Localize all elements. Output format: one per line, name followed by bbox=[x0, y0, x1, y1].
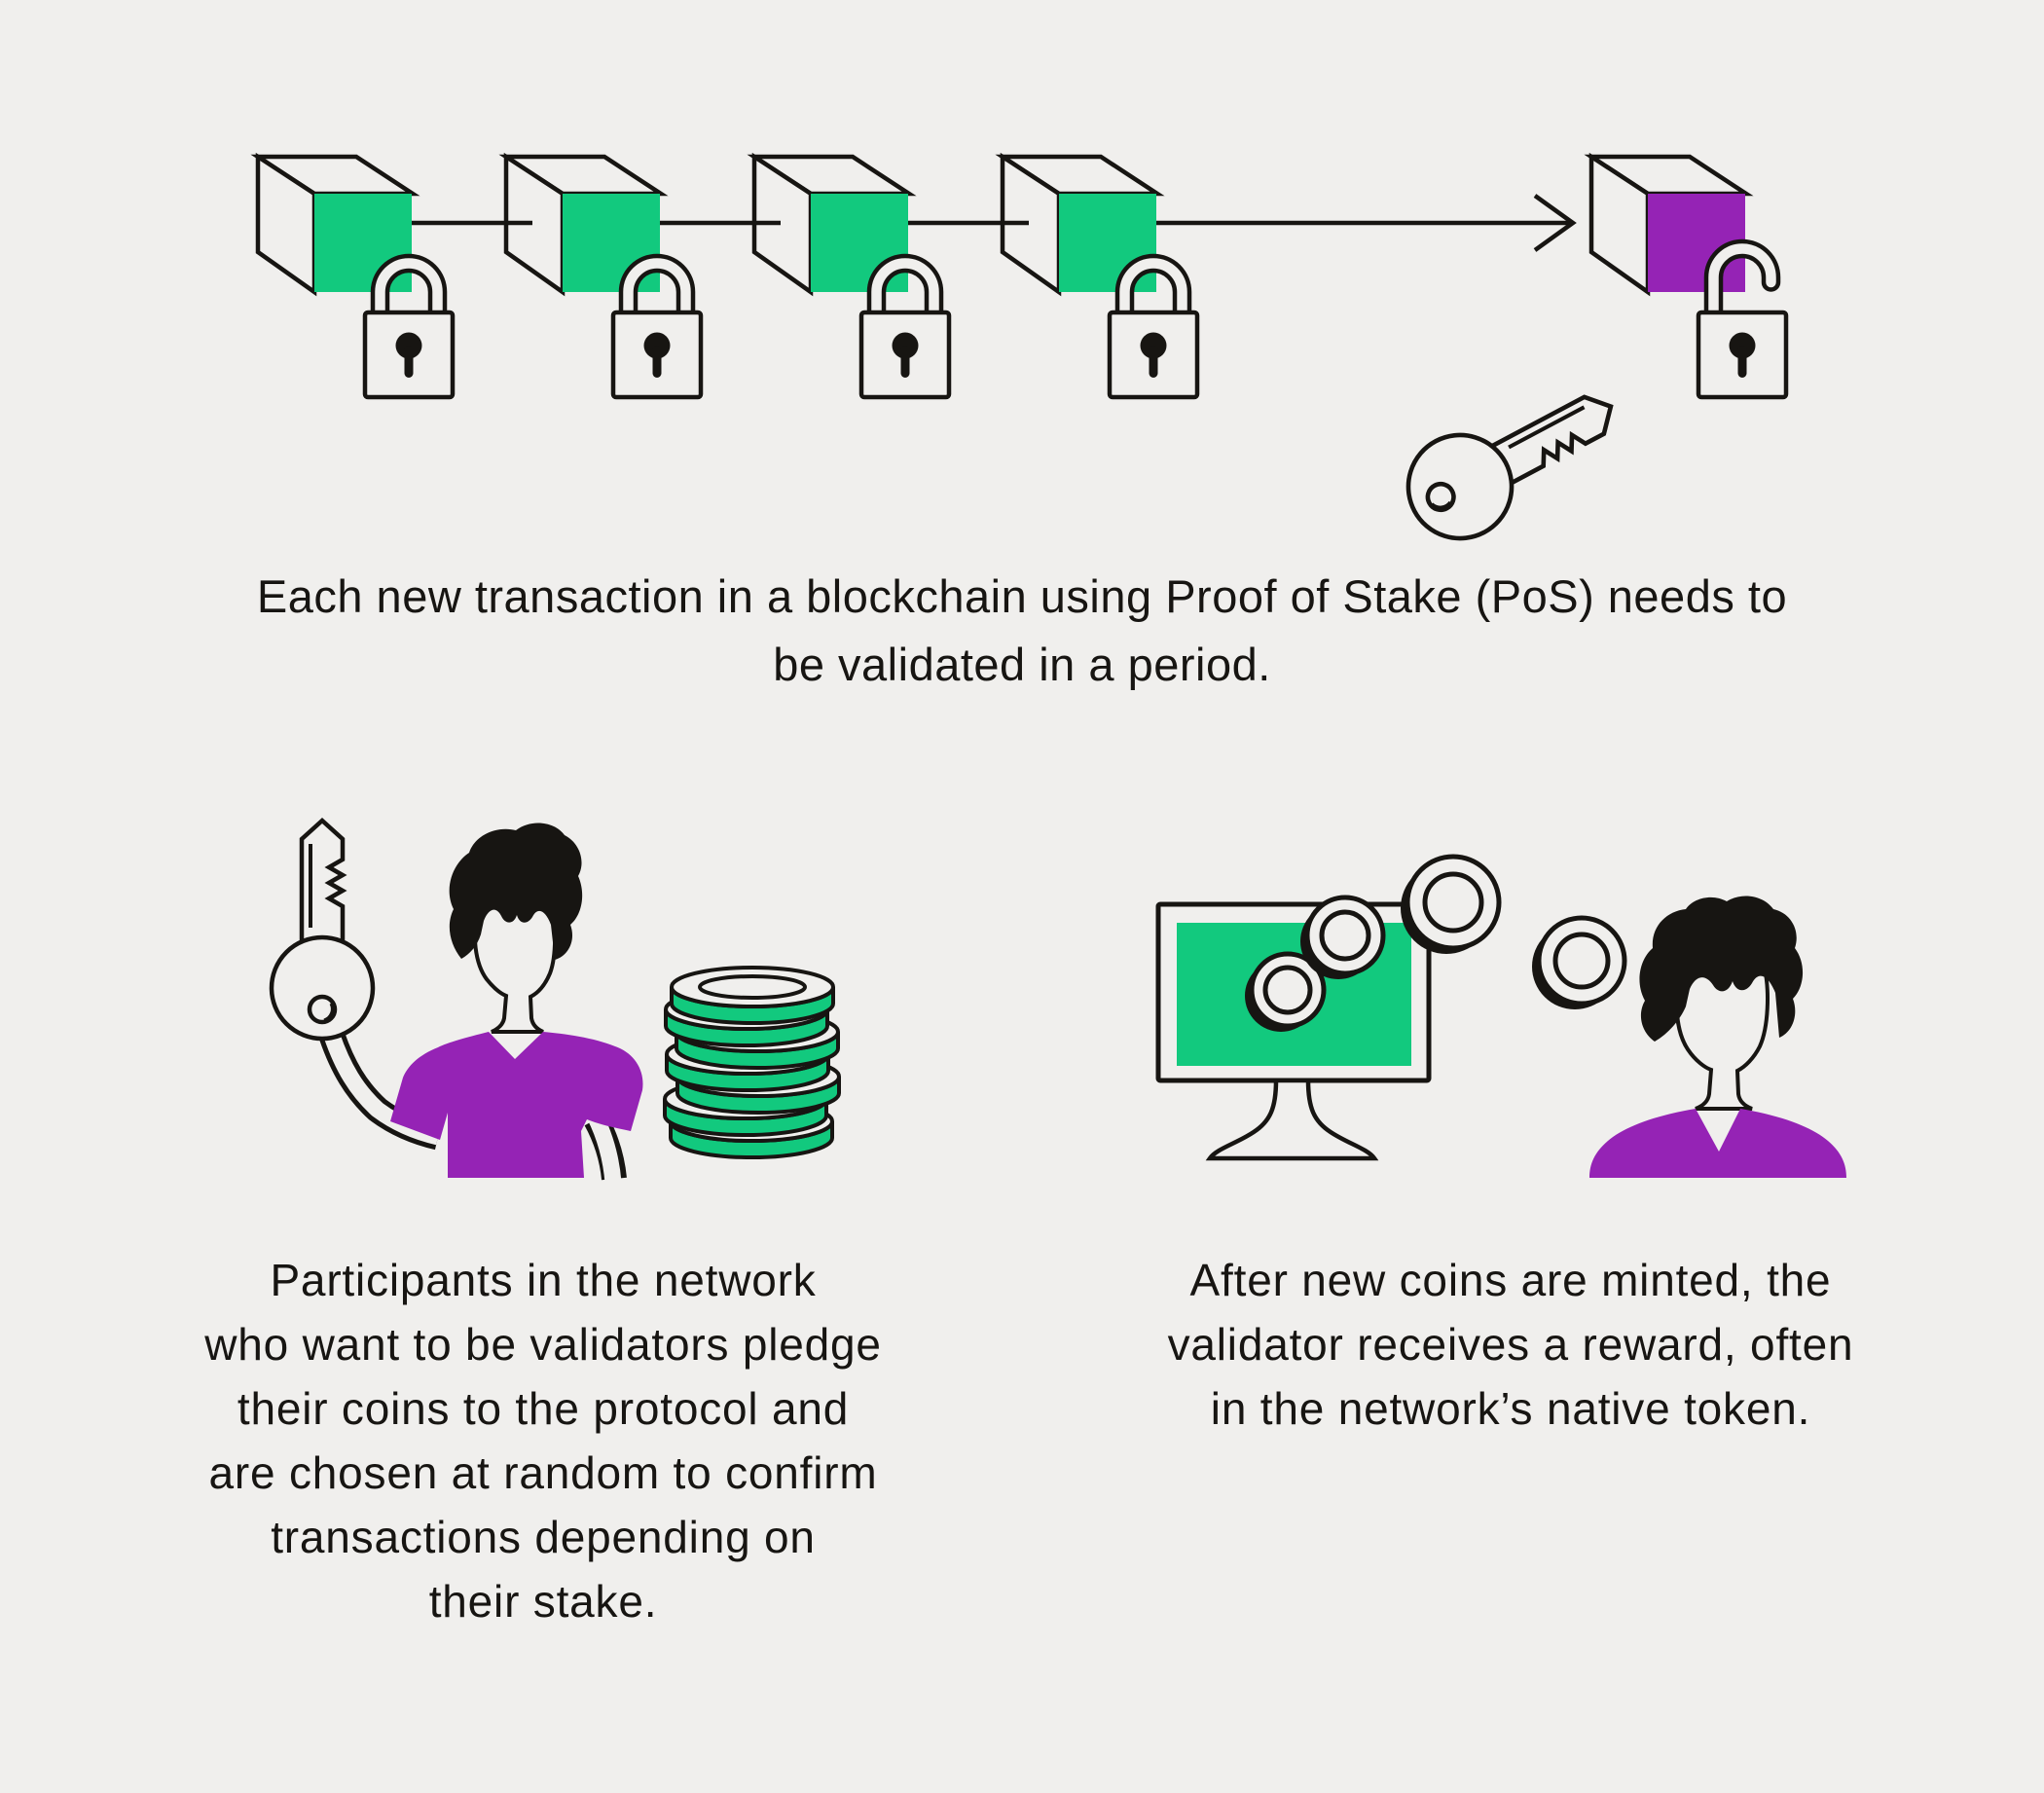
blockchain-diagram bbox=[250, 152, 1789, 557]
text-line: their coins to the protocol and bbox=[237, 1383, 850, 1434]
reward-person-face bbox=[1674, 967, 1770, 1111]
reward-person-hair bbox=[1639, 896, 1804, 1042]
coin-icon bbox=[1401, 854, 1502, 954]
block-icon bbox=[250, 152, 420, 297]
caption: Each new transaction in a blockchain usi… bbox=[0, 563, 2044, 699]
reward-paragraph: After new coins are minted, the validato… bbox=[1063, 1248, 1958, 1441]
text-line: who want to be validators pledge bbox=[204, 1319, 882, 1370]
validator-paragraph: Participants in the network who want to … bbox=[95, 1248, 991, 1633]
monitor-icon bbox=[1155, 901, 1432, 1161]
text-line: Participants in the network bbox=[270, 1255, 817, 1305]
reward-illustration bbox=[1155, 854, 1846, 1178]
text-line: transactions depending on bbox=[271, 1512, 816, 1562]
text-line: are chosen at random to confirm bbox=[208, 1447, 878, 1498]
coin-icon bbox=[1245, 951, 1327, 1032]
text-line: in the network’s native token. bbox=[1210, 1383, 1811, 1434]
validator-shirt bbox=[390, 1032, 643, 1178]
text-line: their stake. bbox=[428, 1576, 658, 1627]
validator-face bbox=[472, 901, 558, 1034]
validator-illustration bbox=[272, 821, 841, 1184]
open-padlock-icon bbox=[1696, 238, 1789, 400]
text-line: After new coins are minted, the bbox=[1189, 1255, 1832, 1305]
key-icon bbox=[272, 821, 373, 1039]
validator-hair bbox=[449, 823, 583, 960]
block-icon bbox=[498, 152, 669, 297]
reward-person-shirt bbox=[1589, 1109, 1846, 1178]
caption-line: Each new transaction in a blockchain usi… bbox=[256, 570, 1788, 622]
caption-line: be validated in a period. bbox=[773, 639, 1271, 690]
text-line: validator receives a reward, often bbox=[1167, 1319, 1854, 1370]
coin-stack-icon bbox=[663, 966, 841, 1159]
key-icon bbox=[1390, 361, 1635, 557]
coin-icon bbox=[1300, 895, 1386, 979]
arrow-icon bbox=[1156, 194, 1577, 252]
coin-icon bbox=[1532, 915, 1627, 1009]
